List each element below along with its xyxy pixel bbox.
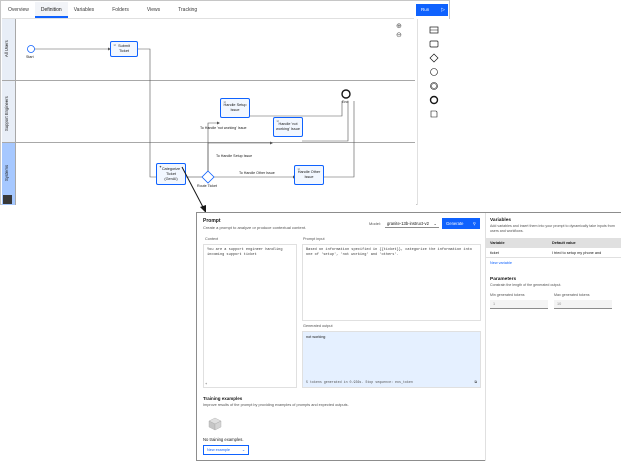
default-column-header: Default value bbox=[552, 241, 576, 245]
variables-title: Variables bbox=[490, 218, 512, 223]
chevron-down-icon: ⌄ bbox=[433, 221, 437, 226]
model-dropdown[interactable]: granite-13b-instruct-v2 ⌄ bbox=[385, 219, 439, 228]
task-label: Handle Other Issue bbox=[297, 170, 321, 179]
chevron-down-icon: ⌄ bbox=[241, 448, 245, 452]
task-submit-ticket[interactable]: ☺ Submit Ticket bbox=[110, 41, 138, 57]
lane-header[interactable]: Support Engineers bbox=[2, 81, 16, 142]
prompt-text: Based on information specified in {{tick… bbox=[306, 248, 473, 257]
settings-icon: ⚲ bbox=[472, 221, 476, 226]
diagram-canvas[interactable]: All Users Support Engineers Systems bbox=[2, 19, 416, 205]
panel-title: Prompt bbox=[203, 218, 221, 224]
note-shape-icon[interactable] bbox=[429, 109, 439, 119]
lane-header[interactable]: Systems bbox=[2, 143, 16, 205]
task-label: Submit Ticket bbox=[118, 44, 130, 53]
min-tokens-input[interactable]: 1 bbox=[490, 300, 548, 309]
workflow-editor: Overview Definition Variables Folders Vi… bbox=[0, 0, 451, 205]
generated-label: Generated output bbox=[303, 324, 333, 328]
start-event-icon[interactable] bbox=[429, 67, 439, 77]
user-task-icon: ☺ bbox=[297, 167, 301, 171]
tab-folders[interactable]: Folders bbox=[112, 7, 129, 13]
parameters-title: Parameters bbox=[490, 277, 517, 282]
ai-task-icon: ✦ bbox=[159, 165, 162, 169]
model-value: granite-13b-instruct-v2 bbox=[387, 221, 429, 226]
gateway-shape-icon[interactable] bbox=[429, 53, 439, 63]
generated-footer: 5 tokens generated in 0.936s. Stop seque… bbox=[306, 380, 413, 384]
prompt-label: Prompt input bbox=[303, 237, 325, 241]
end-event-icon[interactable] bbox=[429, 95, 439, 105]
generated-text: not working bbox=[306, 335, 326, 339]
task-handle-other[interactable]: ☺ Handle Other Issue bbox=[294, 165, 324, 185]
context-add-icon[interactable]: + bbox=[205, 382, 208, 386]
training-title: Training examples bbox=[203, 396, 243, 401]
task-handle-setup[interactable]: ☺ Handle Setup Issue bbox=[220, 98, 250, 118]
tab-tracking[interactable]: Tracking bbox=[178, 7, 198, 13]
flow-label-setup: To Handle Setup Issue bbox=[216, 154, 253, 158]
tab-definition[interactable]: Definition bbox=[34, 2, 68, 18]
variable-name: ticket bbox=[490, 251, 499, 255]
variables-sidebar: Variables Add variables and insert them … bbox=[485, 213, 621, 461]
lane-support-engineers[interactable]: Support Engineers bbox=[2, 81, 415, 143]
run-label: Run bbox=[421, 7, 430, 12]
prompt-textarea[interactable]: Based on information specified in {{tick… bbox=[302, 244, 481, 321]
intermediate-event-icon[interactable] bbox=[429, 81, 439, 91]
generate-label: Generate bbox=[446, 221, 464, 226]
generated-output: not working 5 tokens generated in 0.936s… bbox=[302, 331, 481, 388]
tab-variables[interactable]: Variables bbox=[73, 7, 95, 13]
task-label: Categorize Ticket (GenAI) bbox=[161, 166, 181, 181]
context-label: Context bbox=[205, 237, 219, 241]
tab-overview[interactable]: Overview bbox=[8, 7, 29, 13]
lane-all-users[interactable]: All Users bbox=[2, 19, 415, 81]
user-task-icon: ☺ bbox=[113, 43, 117, 47]
training-subtitle: Improve results of the prompt by providi… bbox=[203, 403, 349, 407]
lane-systems[interactable]: Systems bbox=[2, 143, 415, 205]
start-label: Start bbox=[26, 55, 34, 59]
min-tokens-label: Min generated tokens bbox=[490, 293, 525, 297]
prompt-panel: Prompt Create a prompt to analyze or pro… bbox=[196, 212, 621, 461]
table-header: Variable Default value bbox=[486, 238, 621, 248]
model-label: Model: bbox=[369, 221, 382, 226]
panel-subtitle: Create a prompt to analyze or produce co… bbox=[203, 225, 307, 230]
play-icon: ▷ bbox=[441, 7, 445, 13]
callout-arrow bbox=[181, 166, 206, 213]
max-tokens-input[interactable]: 10 bbox=[554, 300, 612, 309]
zoom-out-icon[interactable]: ⊖ bbox=[396, 32, 402, 39]
table-row[interactable]: ticket I tried to setup my phone and bbox=[486, 248, 621, 258]
user-task-icon: ☺ bbox=[223, 100, 227, 104]
copy-icon[interactable]: ⧉ bbox=[474, 380, 478, 384]
tab-bar: Overview Definition Variables Folders Vi… bbox=[2, 2, 414, 19]
end-label: End bbox=[342, 100, 349, 104]
task-handle-not-working[interactable]: ☺ Handle 'not working' Issue bbox=[273, 117, 303, 137]
flow-label-not-working: To Handle 'not working' Issue bbox=[200, 126, 247, 130]
no-examples-text: No training examples. bbox=[203, 437, 244, 442]
task-label: Handle 'not working' Issue bbox=[276, 122, 300, 131]
lane-header[interactable]: All Users bbox=[2, 19, 16, 80]
variable-default: I tried to setup my phone and bbox=[552, 251, 602, 255]
tab-views[interactable]: Views bbox=[146, 7, 161, 13]
context-textarea[interactable]: You are a support engineer handling inco… bbox=[203, 244, 297, 388]
task-shape-icon[interactable] bbox=[429, 39, 439, 49]
max-tokens-label: Max generated tokens bbox=[554, 293, 590, 297]
variables-table: Variable Default value ticket I tried to… bbox=[486, 238, 621, 258]
variable-column-header: Variable bbox=[490, 241, 505, 245]
generate-button[interactable]: Generate ⚲ bbox=[442, 218, 480, 229]
task-label: Handle Setup Issue bbox=[223, 103, 247, 112]
zoom-in-icon[interactable]: ⊕ bbox=[396, 23, 402, 30]
gateway-label: Route Ticket bbox=[197, 184, 217, 188]
shape-palette bbox=[417, 19, 451, 205]
context-text: You are a support engineer handling inco… bbox=[207, 248, 283, 257]
run-button[interactable]: Run ▷ bbox=[416, 4, 448, 16]
user-task-icon: ☺ bbox=[276, 119, 280, 123]
new-variable-link[interactable]: New variable bbox=[490, 261, 512, 265]
variables-subtitle: Add variables and insert them into your … bbox=[490, 224, 615, 233]
new-example-label: New example bbox=[207, 448, 231, 452]
lane-shape-icon[interactable] bbox=[429, 25, 439, 35]
parameters-subtitle: Constrain the length of the generated ou… bbox=[490, 283, 562, 287]
empty-box-icon bbox=[208, 417, 222, 431]
new-example-button[interactable]: New example ⌄ bbox=[203, 445, 249, 455]
flow-label-other: To Handle Other Issue bbox=[239, 171, 275, 175]
grid-toggle-icon[interactable] bbox=[3, 195, 12, 204]
